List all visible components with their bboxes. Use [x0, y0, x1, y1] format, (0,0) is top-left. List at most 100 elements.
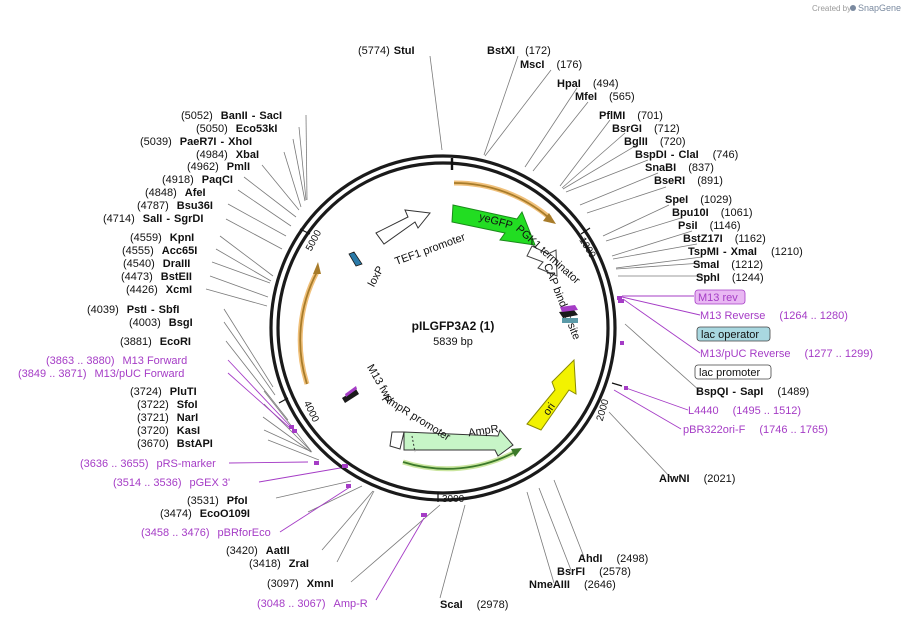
lac-operator-glyph: [562, 318, 578, 323]
feature-lac-operator[interactable]: lac operator: [701, 329, 759, 341]
enzyme-msci[interactable]: MscI(176): [520, 59, 582, 71]
ori-arrow: [526, 358, 577, 431]
enzyme-ecoo109i[interactable]: (3474)EcoO109I: [160, 508, 250, 520]
enzyme-bsu36i[interactable]: (4787)Bsu36I: [137, 200, 213, 212]
orf-left: [299, 271, 318, 385]
enzyme-stui[interactable]: (5774)StuI: [358, 45, 415, 57]
ampr-arrow: [403, 429, 514, 457]
tick-3000: 3000: [442, 494, 465, 505]
enzyme-eco53ki[interactable]: (5050)Eco53kI: [196, 123, 277, 135]
enzyme-bglii[interactable]: BglII(720): [624, 136, 686, 148]
enzyme-acc65i[interactable]: (4555)Acc65I: [122, 245, 197, 257]
lac-operator-box: [696, 326, 771, 342]
enzyme-nmeaiii[interactable]: NmeAIII(2646): [529, 579, 616, 591]
enzyme-hpai[interactable]: HpaI(494): [557, 78, 619, 90]
loxp-label: loxP: [366, 264, 387, 289]
orf-bottom-arrowhead: [511, 448, 522, 457]
enzyme-pflmi[interactable]: PflMI(701): [599, 110, 663, 122]
lac-promoter-glyph: [559, 310, 578, 318]
ampr-label: AmpR: [467, 423, 499, 439]
enzyme-psii[interactable]: PsiI(1146): [678, 220, 741, 232]
enzyme-nari[interactable]: (3721)NarI: [137, 412, 198, 424]
primer-m13-puc-reverse[interactable]: M13/pUC Reverse(1277 .. 1299): [700, 348, 873, 360]
enzyme-spei[interactable]: SpeI(1029): [665, 194, 732, 206]
enzyme-ecori[interactable]: (3881)EcoRI: [120, 336, 191, 348]
primer-m13-forward[interactable]: (3863 .. 3880)M13 Forward: [46, 355, 187, 367]
yegfp-arrow: [451, 204, 536, 246]
orf-top: [453, 182, 549, 218]
credit-prefix: Created by: [812, 4, 851, 13]
enzyme-sfoi[interactable]: (3722)SfoI: [137, 399, 198, 411]
enzyme-bstxi[interactable]: BstXI(172): [487, 45, 551, 57]
enzyme-smai[interactable]: SmaI(1212): [693, 259, 763, 271]
enzyme-sali[interactable]: (4714)SalI-SgrDI: [103, 213, 203, 225]
enzyme-bspdi[interactable]: BspDI-ClaI(746): [635, 149, 738, 161]
plasmid-size: 5839 bp: [433, 336, 473, 348]
enzyme-zrai[interactable]: (3418)ZraI: [249, 558, 309, 570]
m13-rev-glyph: [560, 305, 578, 312]
primer-pbrforeco[interactable]: (3458 .. 3476)pBRforEco: [141, 527, 271, 539]
primer-amp-r[interactable]: (3048 .. 3067)Amp-R: [257, 598, 368, 610]
enzyme-pluti[interactable]: (3724)PluTI: [130, 386, 197, 398]
primer-m13-reverse[interactable]: M13 Reverse(1264 .. 1280): [700, 310, 848, 322]
primer-m13-rev[interactable]: M13 rev: [698, 292, 738, 304]
enzyme-psti[interactable]: (4039)PstI-SbfI: [87, 304, 179, 316]
enzyme-scai[interactable]: ScaI(2978): [440, 599, 508, 611]
m13-fwd-glyph: [342, 389, 359, 403]
orf-top-arrowhead: [543, 213, 556, 224]
enzyme-bsrfi[interactable]: BsrFI(2578): [557, 566, 631, 578]
enzyme-draiii[interactable]: (4540)DraIII: [123, 258, 190, 270]
primer-pbr322ori-f[interactable]: pBR322ori-F(1746 .. 1765): [683, 424, 828, 436]
enzyme-leader-lines: [205, 55, 708, 599]
enzyme-paer7i[interactable]: (5039)PaeR7I-XhoI: [140, 136, 252, 148]
primer-pgex3[interactable]: (3514 .. 3536)pGEX 3': [113, 477, 230, 489]
enzyme-bsrgi[interactable]: BsrGI(712): [612, 123, 680, 135]
enzyme-paqci[interactable]: (4918)PaqCI: [162, 174, 233, 186]
enzyme-ahdi[interactable]: AhdI(2498): [578, 553, 648, 565]
m13-fwd-label: M13 fwd: [364, 362, 395, 404]
enzyme-xmni[interactable]: (3097)XmnI: [267, 578, 334, 590]
enzyme-xbai[interactable]: (4984)XbaI: [196, 149, 259, 161]
enzyme-bspqi[interactable]: BspQI-SapI(1489): [696, 386, 809, 398]
tick-4000: 4000: [301, 399, 321, 424]
primer-prs-marker[interactable]: (3636 .. 3655)pRS-marker: [80, 458, 216, 470]
primer-l4440[interactable]: L4440(1495 .. 1512): [688, 405, 801, 417]
enzyme-snabi[interactable]: SnaBI(837): [645, 162, 714, 174]
feature-lac-promoter[interactable]: lac promoter: [699, 367, 760, 379]
loxp-glyph: [348, 251, 363, 267]
enzyme-banii[interactable]: (5052)BanII-SacI: [181, 110, 282, 122]
enzyme-pfoi[interactable]: (3531)PfoI: [187, 495, 248, 507]
snapgene-logo-icon: [850, 5, 856, 11]
enzyme-bsgi[interactable]: (4003)BsgI: [129, 317, 193, 329]
enzyme-mfei[interactable]: MfeI(565): [575, 91, 635, 103]
enzyme-xcmi[interactable]: (4426)XcmI: [126, 284, 192, 296]
scale-ticks: [278, 227, 623, 502]
ori-label: ori: [541, 401, 558, 418]
enzyme-bsteii[interactable]: (4473)BstEII: [121, 271, 192, 283]
plasmid-name: pILGFP3A2 (1): [412, 319, 495, 333]
credit-brand: SnapGene: [858, 3, 901, 13]
tef1-promoter-label: TEF1 promoter: [393, 231, 467, 268]
enzyme-afei[interactable]: (4848)AfeI: [145, 187, 206, 199]
enzyme-pmli[interactable]: (4962)PmlI: [187, 161, 250, 173]
backbone-outer: [269, 154, 617, 502]
orf-bottom: [402, 451, 516, 470]
enzyme-kasi[interactable]: (3720)KasI: [137, 425, 200, 437]
primer-leader-lines: [227, 295, 701, 601]
enzyme-bstz17i[interactable]: BstZ17I(1162): [683, 233, 766, 245]
orf-left-arrowhead: [313, 262, 321, 274]
enzyme-bseri[interactable]: BseRI(891): [654, 175, 723, 187]
enzyme-aatii[interactable]: (3420)AatII: [226, 545, 290, 557]
enzyme-kpni[interactable]: (4559)KpnI: [130, 232, 194, 244]
primer-m13-puc-forward[interactable]: (3849 .. 3871)M13/pUC Forward: [18, 368, 184, 380]
enzyme-alwni[interactable]: AlwNI(2021): [659, 473, 735, 485]
tick-1000: 1000: [576, 236, 597, 261]
enzyme-tspmi[interactable]: TspMI-XmaI(1210): [688, 246, 803, 258]
enzyme-bpu10i[interactable]: Bpu10I(1061): [672, 207, 752, 219]
lac-promoter-box: [694, 364, 772, 380]
primer-marks: [289, 296, 628, 517]
ampr-promoter-arrow: [389, 431, 405, 450]
enzyme-bstapi[interactable]: (3670)BstAPI: [137, 438, 213, 450]
enzyme-sphi[interactable]: SphI(1244): [696, 272, 764, 284]
